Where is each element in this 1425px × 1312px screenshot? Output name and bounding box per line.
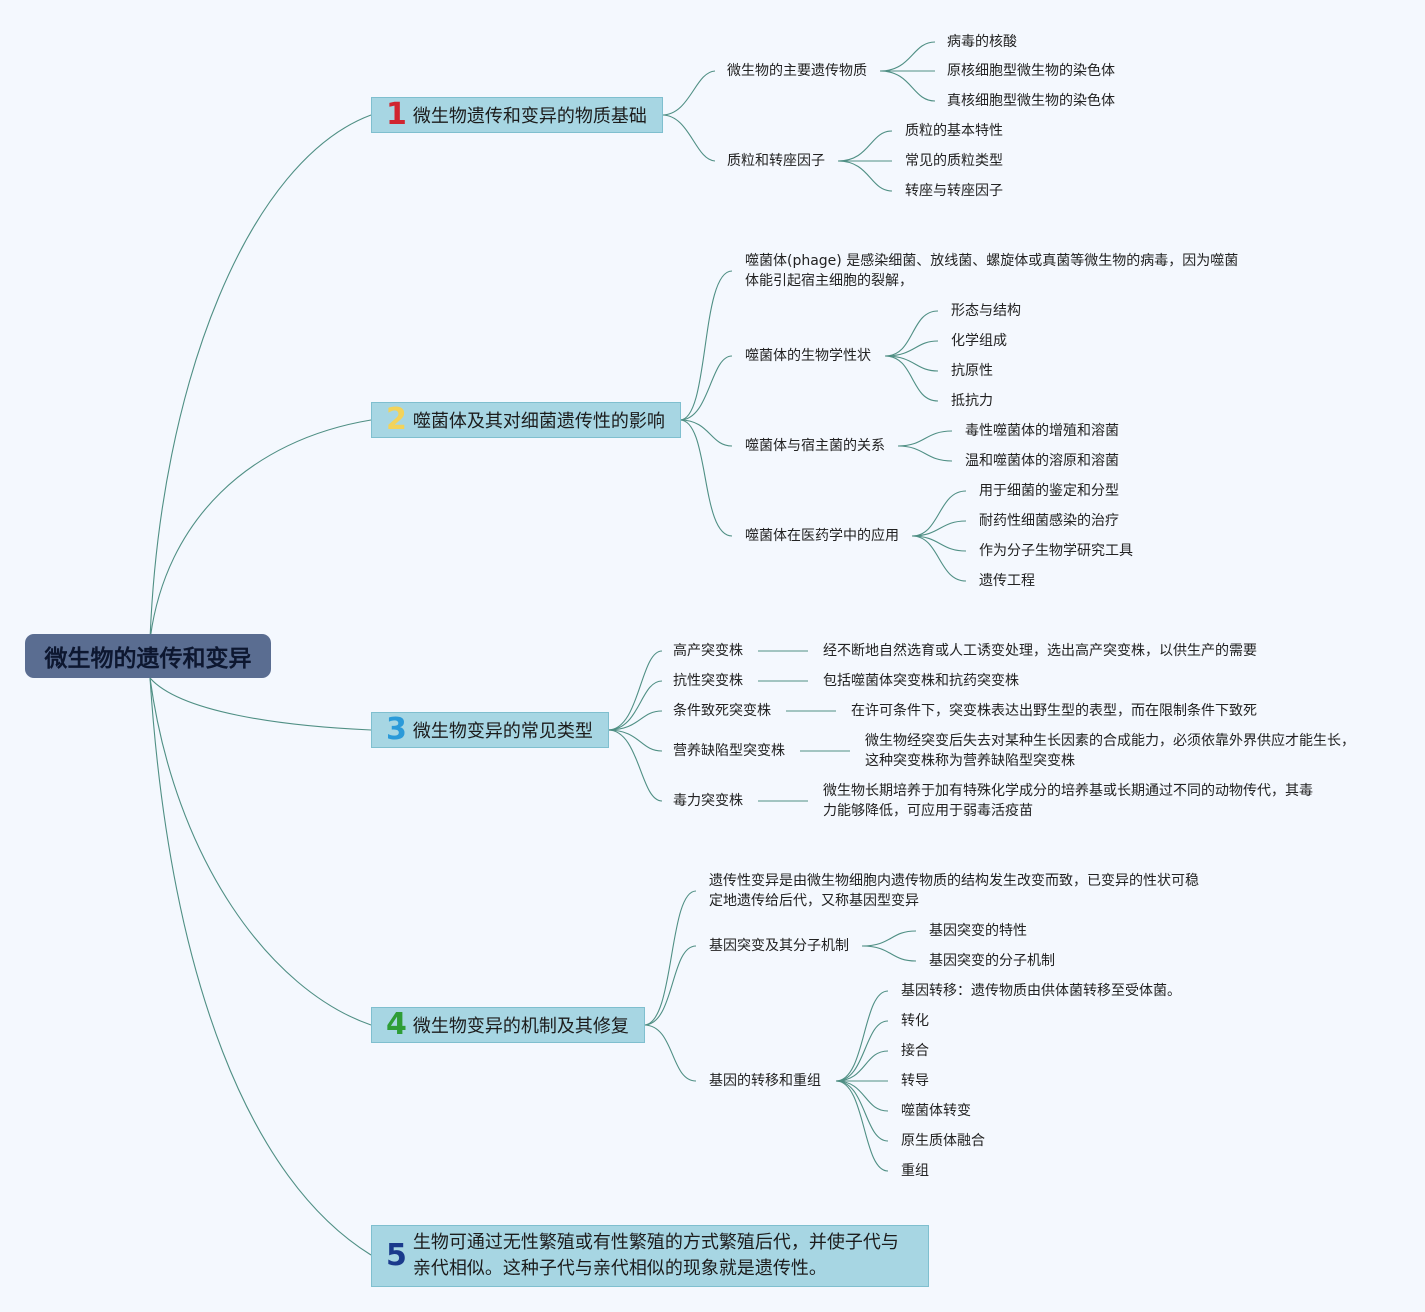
t1-item[interactable]: 常见的质粒类型 bbox=[905, 153, 1003, 169]
t3-desc[interactable]: 微生物经突变后失去对某种生长因素的合成能力，必须依靠外界供应才能生长，这种突变株… bbox=[865, 733, 1355, 769]
t3-label[interactable]: 抗性突变株 bbox=[673, 673, 743, 689]
number-5-icon: 5 bbox=[386, 1238, 407, 1273]
t2-sub-biology[interactable]: 噬菌体的生物学性状 bbox=[745, 348, 871, 364]
topic-2-label: 噬菌体及其对细菌遗传性的影响 bbox=[412, 411, 665, 432]
t4-item[interactable]: 基因转移：遗传物质由供体菌转移至受体菌。 bbox=[901, 983, 1181, 999]
t3-label[interactable]: 高产突变株 bbox=[673, 643, 743, 659]
t1-sub-plasmid[interactable]: 质粒和转座因子 bbox=[727, 153, 825, 169]
topic-4[interactable]: 4 微生物变异的机制及其修复 bbox=[371, 1007, 645, 1043]
t2-item[interactable]: 形态与结构 bbox=[951, 303, 1021, 319]
t3-desc[interactable]: 经不断地自然选育或人工诱变处理，选出高产突变株，以供生产的需要 bbox=[823, 643, 1257, 659]
t4-sub-transfer[interactable]: 基因的转移和重组 bbox=[709, 1073, 821, 1089]
root-topic[interactable]: 微生物的遗传和变异 bbox=[25, 634, 271, 678]
t4-sub-mutation[interactable]: 基因突变及其分子机制 bbox=[709, 938, 849, 954]
t2-item[interactable]: 用于细菌的鉴定和分型 bbox=[979, 483, 1119, 499]
t4-item[interactable]: 转导 bbox=[901, 1073, 929, 1089]
number-4-icon: 4 bbox=[386, 1007, 407, 1042]
t2-item[interactable]: 温和噬菌体的溶原和溶菌 bbox=[965, 453, 1119, 469]
topic-5-label: 生物可通过无性繁殖或有性繁殖的方式繁殖后代，并使子代与亲代相似。这种子代与亲代相… bbox=[412, 1232, 899, 1279]
t3-label[interactable]: 毒力突变株 bbox=[673, 793, 743, 809]
topic-3[interactable]: 3 微生物变异的常见类型 bbox=[371, 712, 609, 748]
t2-sub-application[interactable]: 噬菌体在医药学中的应用 bbox=[745, 528, 899, 544]
t3-label[interactable]: 营养缺陷型突变株 bbox=[673, 743, 785, 759]
t3-desc[interactable]: 在许可条件下，突变株表达出野生型的表型，而在限制条件下致死 bbox=[851, 703, 1257, 719]
number-2-icon: 2 bbox=[386, 402, 407, 437]
topic-4-label: 微生物变异的机制及其修复 bbox=[412, 1016, 629, 1037]
topic-1[interactable]: 1 微生物遗传和变异的物质基础 bbox=[371, 97, 663, 133]
t1-item[interactable]: 病毒的核酸 bbox=[947, 34, 1017, 50]
t2-item[interactable]: 耐药性细菌感染的治疗 bbox=[979, 513, 1119, 529]
t1-item[interactable]: 质粒的基本特性 bbox=[905, 123, 1003, 139]
t3-label[interactable]: 条件致死突变株 bbox=[673, 703, 771, 719]
t1-item[interactable]: 转座与转座因子 bbox=[905, 183, 1003, 199]
t2-item[interactable]: 抗原性 bbox=[951, 363, 993, 379]
topic-3-label: 微生物变异的常见类型 bbox=[412, 721, 593, 742]
t4-item[interactable]: 基因突变的特性 bbox=[929, 923, 1027, 939]
t2-item[interactable]: 毒性噬菌体的增殖和溶菌 bbox=[965, 423, 1119, 439]
topic-5[interactable]: 5 生物可通过无性繁殖或有性繁殖的方式繁殖后代，并使子代与亲代相似。这种子代与亲… bbox=[371, 1225, 929, 1287]
t2-sub-host-relation[interactable]: 噬菌体与宿主菌的关系 bbox=[745, 438, 885, 454]
t2-item[interactable]: 遗传工程 bbox=[979, 573, 1035, 589]
t2-description[interactable]: 噬菌体(phage) 是感染细菌、放线菌、螺旋体或真菌等微生物的病毒，因为噬菌体… bbox=[745, 253, 1239, 289]
t3-desc[interactable]: 包括噬菌体突变株和抗药突变株 bbox=[823, 673, 1019, 689]
topic-2[interactable]: 2 噬菌体及其对细菌遗传性的影响 bbox=[371, 402, 681, 438]
t4-item[interactable]: 重组 bbox=[901, 1163, 929, 1179]
t4-description[interactable]: 遗传性变异是由微生物细胞内遗传物质的结构发生改变而致，已变异的性状可稳定地遗传给… bbox=[709, 873, 1199, 909]
t1-sub-genetic-material[interactable]: 微生物的主要遗传物质 bbox=[727, 63, 867, 79]
t4-item[interactable]: 基因突变的分子机制 bbox=[929, 953, 1055, 969]
t1-item[interactable]: 原核细胞型微生物的染色体 bbox=[947, 63, 1115, 79]
number-3-icon: 3 bbox=[386, 712, 407, 747]
number-1-icon: 1 bbox=[386, 97, 407, 132]
t4-item[interactable]: 接合 bbox=[901, 1043, 929, 1059]
t2-item[interactable]: 化学组成 bbox=[951, 333, 1007, 349]
t4-item[interactable]: 转化 bbox=[901, 1013, 929, 1029]
t1-item[interactable]: 真核细胞型微生物的染色体 bbox=[947, 93, 1115, 109]
t2-item[interactable]: 作为分子生物学研究工具 bbox=[979, 543, 1133, 559]
topic-1-label: 微生物遗传和变异的物质基础 bbox=[412, 106, 647, 127]
t4-item[interactable]: 噬菌体转变 bbox=[901, 1103, 971, 1119]
t2-item[interactable]: 抵抗力 bbox=[951, 393, 993, 409]
t4-item[interactable]: 原生质体融合 bbox=[901, 1133, 985, 1149]
t3-desc[interactable]: 微生物长期培养于加有特殊化学成分的培养基或长期通过不同的动物传代，其毒力能够降低… bbox=[823, 783, 1313, 819]
